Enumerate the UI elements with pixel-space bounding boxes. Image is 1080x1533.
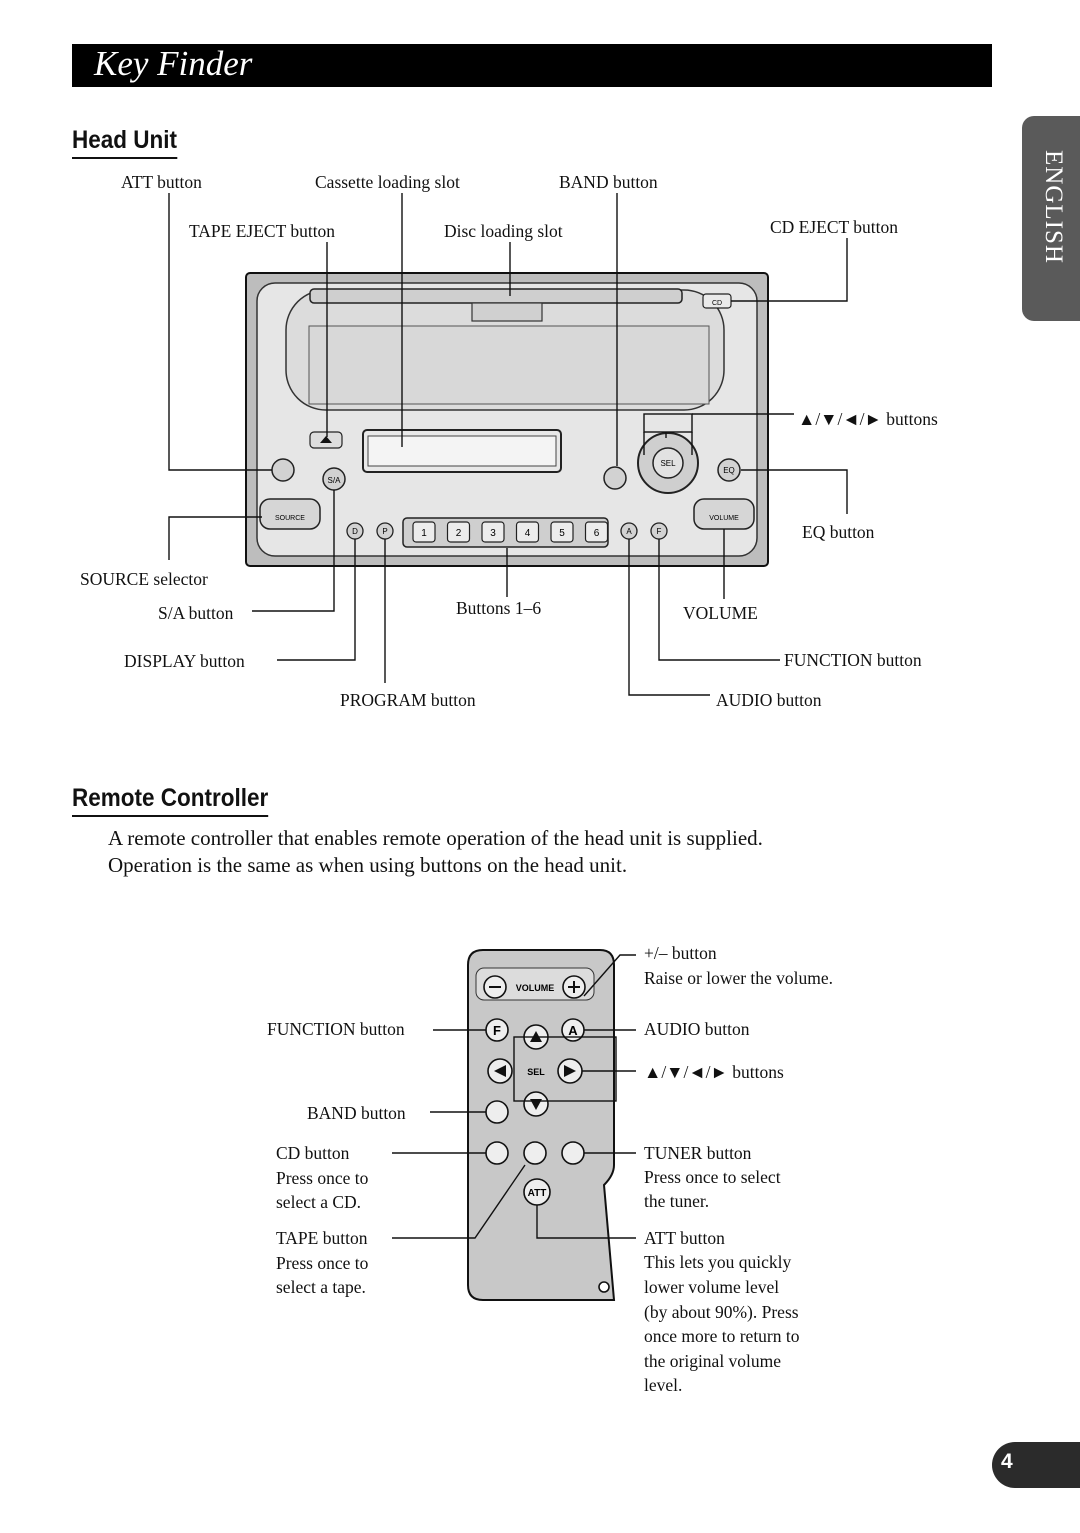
head-unit-heading: Head Unit bbox=[72, 126, 178, 159]
label-remote-tuner-desc1: Press once to select bbox=[644, 1167, 781, 1187]
preset-button-1 bbox=[412, 521, 436, 543]
language-tab: ENGLISH bbox=[1022, 116, 1080, 321]
preset-button-3 bbox=[481, 521, 505, 543]
device-f-text: F bbox=[657, 527, 662, 536]
label-remote-audio: AUDIO button bbox=[644, 1019, 750, 1039]
device-a-text: A bbox=[626, 527, 632, 536]
preset-label-2: 2 bbox=[456, 528, 462, 539]
label-remote-tape-desc2: select a tape. bbox=[276, 1277, 366, 1297]
label-arrow-buttons: ▲/▼/◄/► buttons bbox=[798, 409, 938, 429]
preset-label-4: 4 bbox=[525, 528, 531, 539]
label-remote-band: BAND button bbox=[307, 1103, 406, 1123]
label-att-desc-1: This lets you quickly bbox=[644, 1252, 792, 1272]
preset-label-5: 5 bbox=[559, 528, 565, 539]
device-d-text: D bbox=[352, 527, 358, 536]
label-remote-cd: CD button bbox=[276, 1143, 350, 1163]
label-sa-button: S/A button bbox=[158, 603, 234, 623]
preset-button-4 bbox=[515, 521, 540, 543]
label-display-button: DISPLAY button bbox=[124, 651, 245, 671]
remote-device: VOLUME F A SEL ATT bbox=[467, 949, 616, 1301]
label-disc-slot: Disc loading slot bbox=[444, 221, 563, 241]
label-tape-eject-button: TAPE EJECT button bbox=[189, 221, 336, 241]
label-function-button: FUNCTION button bbox=[784, 650, 922, 670]
label-att-desc-2: lower volume level bbox=[644, 1277, 780, 1297]
label-plusminus-desc: Raise or lower the volume. bbox=[644, 968, 834, 988]
label-remote-tuner: TUNER button bbox=[644, 1143, 752, 1163]
label-remote-tape-desc1: Press once to bbox=[276, 1253, 369, 1273]
page-number-badge: 4 bbox=[992, 1442, 1080, 1488]
label-cd-eject-button: CD EJECT button bbox=[770, 217, 899, 237]
preset-button-2 bbox=[446, 521, 471, 543]
remote-f-text: F bbox=[493, 1023, 501, 1038]
label-remote-tuner-desc2: the tuner. bbox=[644, 1191, 710, 1211]
preset-button-5 bbox=[550, 521, 574, 543]
label-plusminus-button: +/– button bbox=[644, 943, 717, 963]
preset-buttons: 1 2 3 4 5 6 bbox=[412, 521, 609, 543]
remote-sel-text: SEL bbox=[527, 1067, 545, 1077]
preset-label-1: 1 bbox=[421, 528, 427, 539]
page-number: 4 bbox=[1001, 1450, 1013, 1473]
label-remote-function: FUNCTION button bbox=[267, 1019, 405, 1039]
remote-intro-line1: A remote controller that enables remote … bbox=[108, 826, 763, 850]
preset-label-6: 6 bbox=[594, 528, 600, 539]
label-source-selector: SOURCE selector bbox=[80, 569, 208, 589]
label-eq-button: EQ button bbox=[802, 522, 875, 542]
language-tab-label: ENGLISH bbox=[1040, 150, 1067, 264]
label-remote-cd-desc1: Press once to bbox=[276, 1168, 369, 1188]
label-remote-arrows: ▲/▼/◄/► buttons bbox=[644, 1062, 784, 1082]
cd-eject-mark: CD bbox=[712, 300, 722, 307]
device-eq-text: EQ bbox=[723, 466, 735, 475]
device-volume-text: VOLUME bbox=[709, 515, 739, 522]
device-sa-text: S/A bbox=[328, 476, 342, 485]
label-att-button: ATT button bbox=[121, 172, 202, 192]
label-cassette-slot: Cassette loading slot bbox=[315, 172, 460, 192]
remote-att-text: ATT bbox=[528, 1188, 547, 1199]
title-bar: Key Finder bbox=[72, 44, 992, 87]
label-program-button: PROGRAM button bbox=[340, 690, 476, 710]
label-att-desc-3: (by about 90%). Press bbox=[644, 1302, 799, 1322]
preset-button-6 bbox=[584, 521, 609, 543]
label-audio-button: AUDIO button bbox=[716, 690, 822, 710]
page-title: Key Finder bbox=[94, 44, 253, 83]
label-remote-cd-desc2: select a CD. bbox=[276, 1192, 362, 1212]
label-att-desc-6: level. bbox=[644, 1375, 683, 1395]
remote-a-text: A bbox=[568, 1023, 578, 1038]
device-p-text: P bbox=[382, 527, 387, 536]
device-sel-text: SEL bbox=[660, 459, 676, 468]
label-volume: VOLUME bbox=[683, 603, 758, 623]
remote-heading: Remote Controller bbox=[72, 784, 269, 817]
label-att-desc-4: once more to return to bbox=[644, 1326, 800, 1346]
remote-volume-text: VOLUME bbox=[516, 983, 555, 993]
label-remote-tape: TAPE button bbox=[276, 1228, 368, 1248]
remote-intro-line2: Operation is the same as when using butt… bbox=[108, 853, 628, 877]
label-remote-att: ATT button bbox=[644, 1228, 725, 1248]
preset-label-3: 3 bbox=[490, 528, 496, 539]
remote-leader-lines bbox=[392, 954, 636, 1239]
label-att-desc-5: the original volume bbox=[644, 1351, 782, 1371]
label-band-button: BAND button bbox=[559, 172, 658, 192]
device-source-text: SOURCE bbox=[275, 515, 305, 522]
label-buttons-1-6: Buttons 1–6 bbox=[456, 598, 542, 618]
head-unit-device: CD S/A EQ SEL SOURCE VOLUME D P A F 1 2 3 4… bbox=[245, 272, 769, 567]
